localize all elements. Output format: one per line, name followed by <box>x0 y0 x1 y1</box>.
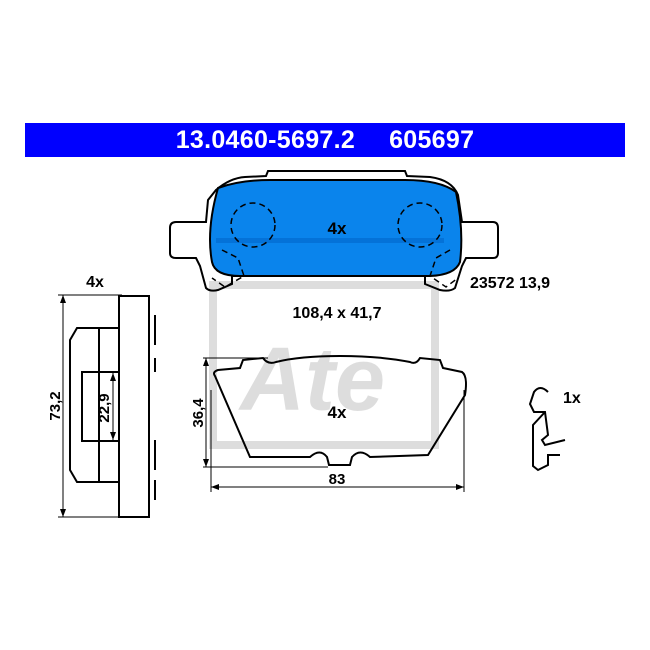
shim-width: 83 <box>329 471 346 488</box>
ate-logo-watermark: Ate <box>209 281 439 449</box>
pad-dimensions: 108,4 x 41,7 <box>293 305 382 322</box>
side-quantity: 4x <box>86 274 104 291</box>
inner-height: 22,9 <box>96 393 113 422</box>
pad-side-view: 4x 73,2 22,9 <box>47 274 156 518</box>
wva-code: 23572 13,9 <box>470 275 550 292</box>
svg-text:Ate: Ate <box>238 330 385 430</box>
shim-quantity: 4x <box>328 403 347 422</box>
reference-number: 605697 <box>389 125 475 154</box>
side-height: 73,2 <box>47 391 64 420</box>
part-number-banner: 13.0460-5697.2 605697 <box>25 123 625 157</box>
shim-height: 36,4 <box>190 398 207 428</box>
spring-quantity: 1x <box>563 390 581 407</box>
spring-clip-icon: 1x <box>528 387 581 472</box>
part-number: 13.0460-5697.2 <box>175 125 356 154</box>
brake-pad-top-view: 4x 23572 13,9 108,4 x 41,7 <box>169 170 550 322</box>
shim-view: 36,4 83 4x <box>190 354 467 492</box>
pad-quantity: 4x <box>328 219 347 238</box>
